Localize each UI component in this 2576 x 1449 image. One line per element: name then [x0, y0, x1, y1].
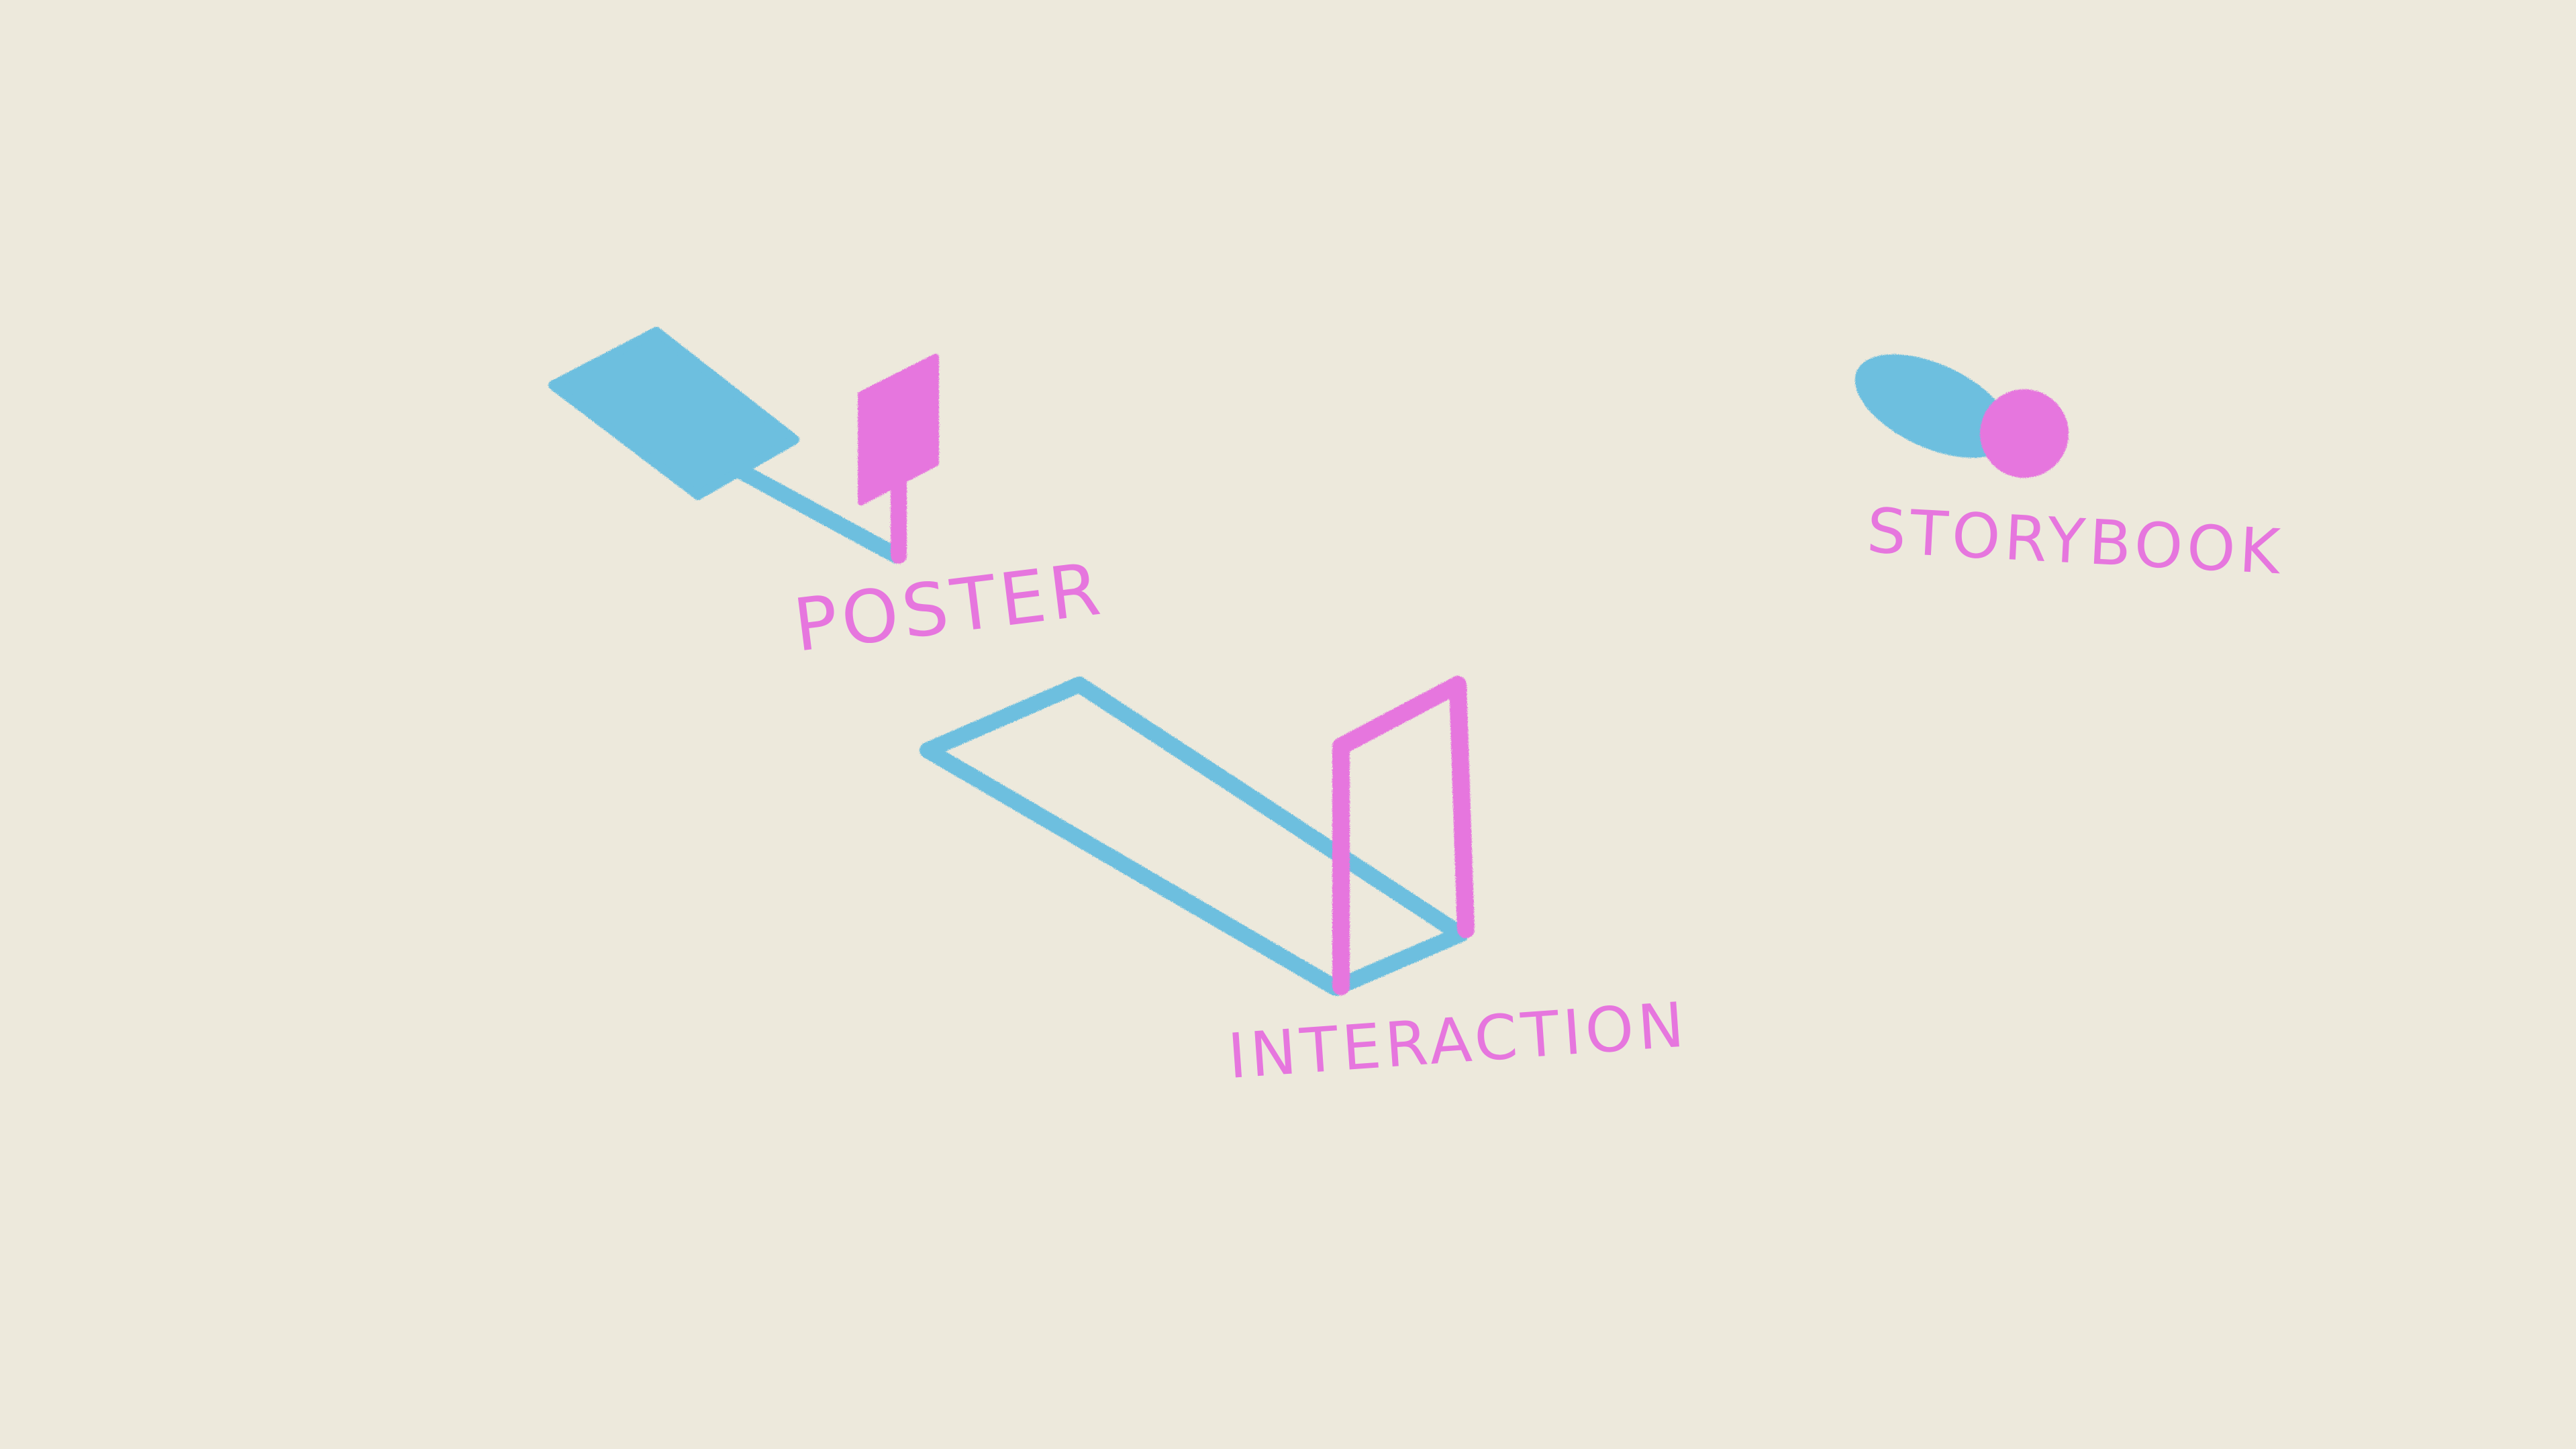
poster-blue-plane [548, 327, 799, 500]
storybook-blue-ellipse [1854, 354, 2012, 458]
storybook-figure [1854, 354, 2069, 478]
poster-blue-connector [730, 462, 905, 564]
interaction-figure [920, 676, 1475, 996]
poster-pink-panel [858, 354, 939, 505]
interaction-pink-frame [1332, 676, 1475, 995]
poster-figure [548, 327, 939, 564]
interaction-label: INTERACTION [1226, 989, 1690, 1093]
storybook-label: STORYBOOK [1865, 495, 2286, 588]
poster-label: POSTER [789, 547, 1109, 668]
storybook-pink-dot [1980, 389, 2069, 478]
